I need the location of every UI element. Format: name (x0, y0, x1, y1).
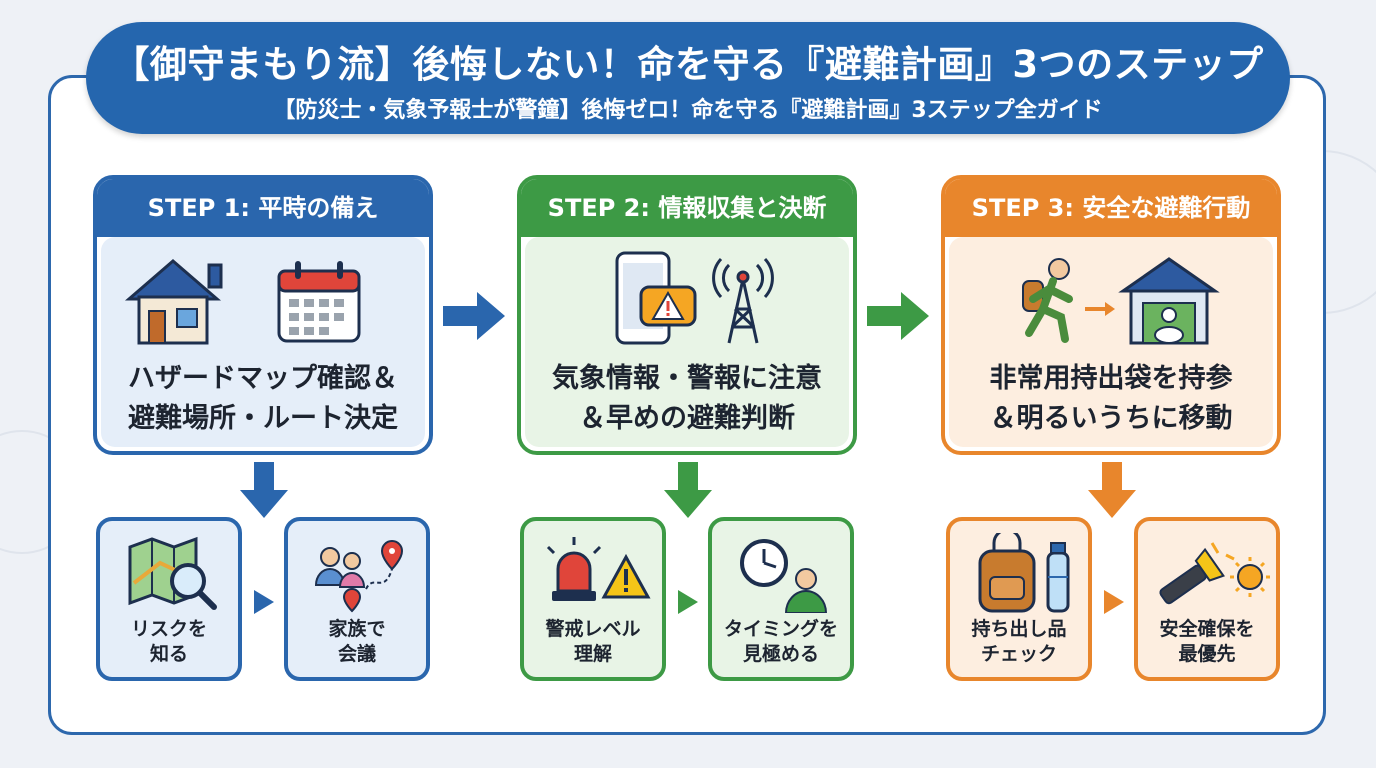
running-person-icon (1022, 258, 1073, 343)
step-3-line-1: 非常用持出袋を持参 (989, 363, 1233, 394)
step-2-card: STEP 2: 情報収集と決断 (517, 175, 857, 455)
step-2-body: 気象情報・警報に注意 ＆早めの避難判断 (525, 237, 849, 447)
sub-label-safety: 安全確保を 最優先 (1159, 618, 1255, 665)
arrow-down-step1 (240, 462, 288, 518)
step-3-description: 非常用持出袋を持参 ＆明るいうちに移動 (949, 359, 1273, 439)
step-3-card: STEP 3: 安全な避難行動 (941, 175, 1281, 455)
flashlight-sun-icon (1159, 542, 1270, 605)
sub-label-alert-level: 警戒レベル 理解 (545, 618, 641, 665)
family-route-icon (314, 539, 404, 613)
step-3-line-2: ＆明るいうちに移動 (989, 403, 1233, 434)
step-2-line-2: ＆早めの避難判断 (579, 403, 795, 434)
arrow-down-step3 (1088, 462, 1136, 518)
sub-arrow-step3 (1104, 590, 1124, 614)
sub-label-family: 家族で 会議 (328, 618, 386, 665)
step-2-line-1: 気象情報・警報に注意 (552, 363, 822, 394)
step-1-sub-family: 家族で 会議 (284, 517, 430, 681)
backpack-bottle-icon (978, 533, 1070, 613)
sub-arrow-step1 (254, 590, 274, 614)
step-1-sub-risk: リスクを 知る (96, 517, 242, 681)
sub-arrow-step2 (678, 590, 698, 614)
step-2-heading: STEP 2: 情報収集と決断 (521, 179, 853, 237)
step-1-line-1: ハザードマップ確認＆ (128, 363, 398, 394)
step-1-heading: STEP 1: 平時の備え (97, 179, 429, 237)
clock-person-icon (740, 539, 828, 613)
calendar-icon (277, 261, 361, 343)
house-icon (124, 259, 223, 345)
radio-tower-icon (712, 257, 774, 344)
smartphone-alert-icon (615, 251, 697, 345)
step-1-card: STEP 1: 平時の備え (93, 175, 433, 455)
sub-label-timing: タイミングを 見極める (723, 618, 838, 665)
step-2-sub-timing: タイミングを 見極める (708, 517, 854, 681)
right-arrow-small-icon (1085, 302, 1115, 316)
step-2-sub-level: 警戒レベル 理解 (520, 517, 666, 681)
step-3-heading: STEP 3: 安全な避難行動 (945, 179, 1277, 237)
page-title: 【御守まもり流】後悔しない！命を守る『避難計画』3つのステップ (112, 43, 1264, 86)
step-3-sub-safety: 安全確保を 最優先 (1134, 517, 1280, 681)
sub-label-checklist: 持ち出し品 チェック (971, 618, 1067, 665)
step-2-description: 気象情報・警報に注意 ＆早めの避難判断 (525, 359, 849, 439)
arrow-step2-to-step3 (867, 292, 929, 340)
sub-label-risk: リスクを 知る (130, 618, 207, 665)
header-banner: 【御守まもり流】後悔しない！命を守る『避難計画』3つのステップ 【防災士・気象予… (86, 22, 1290, 134)
arrow-step1-to-step2 (443, 292, 505, 340)
step-1-line-2: 避難場所・ルート決定 (128, 403, 398, 434)
shelter-icon (1118, 257, 1220, 345)
step-1-body: ハザードマップ確認＆ 避難場所・ルート決定 (101, 237, 425, 447)
siren-warning-icon (546, 537, 651, 601)
step-3-body: 非常用持出袋を持参 ＆明るいうちに移動 (949, 237, 1273, 447)
page-subtitle: 【防災士・気象予報士が警鐘】後悔ゼロ！命を守る『避難計画』3ステップ全ガイド (273, 98, 1103, 123)
step-3-sub-checklist: 持ち出し品 チェック (946, 517, 1092, 681)
map-search-icon (128, 536, 217, 610)
step-1-description: ハザードマップ確認＆ 避難場所・ルート決定 (101, 359, 425, 439)
arrow-down-step2 (664, 462, 712, 518)
